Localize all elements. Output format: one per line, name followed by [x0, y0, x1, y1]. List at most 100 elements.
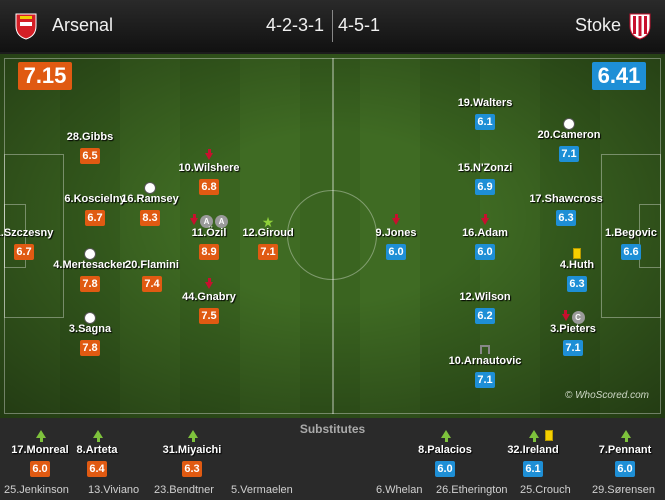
player-name: 4.Mertesacker	[53, 259, 127, 271]
away-substitute[interactable]: 8.Palacios 6.0	[405, 424, 485, 480]
player-name: 15.N'Zonzi	[457, 162, 513, 174]
player-event-icons	[149, 148, 269, 161]
red-down-arrow-icon	[205, 278, 213, 290]
away-substitute[interactable]: 7.Pennant 6.0	[585, 424, 665, 480]
player-name: 20.Flamini	[125, 259, 179, 271]
football-icon	[84, 311, 96, 324]
football-icon	[563, 117, 575, 130]
unused-substitute-name[interactable]: 25.Jenkinson	[4, 484, 69, 496]
player-name: 10.Arnautovic	[448, 355, 522, 367]
player-name: 20.Cameron	[537, 129, 601, 141]
substitute-name: 7.Pennant	[598, 444, 652, 456]
away-formation: 4-5-1	[338, 15, 381, 35]
substitute-rating: 6.0	[435, 461, 455, 477]
player-rating: 6.7	[85, 210, 105, 226]
unused-substitute-name[interactable]: 23.Bendtner	[154, 484, 214, 496]
player-rating: 7.1	[475, 372, 495, 388]
player-event-icons	[30, 245, 150, 260]
man-of-match-star-icon: ★	[261, 213, 275, 230]
substitute-name: 8.Palacios	[418, 444, 472, 456]
player-name: 44.Gnabry	[182, 291, 236, 303]
player-rating: 7.1	[563, 340, 583, 356]
stoke-crest-icon	[629, 13, 651, 40]
unused-substitute-name[interactable]: 5.Vermaelen	[231, 484, 293, 496]
unused-substitute-name[interactable]: 29.Sørensen	[592, 484, 655, 496]
sub-on-arrow-icon	[93, 430, 103, 442]
player-rating: 8.9	[199, 244, 219, 260]
own-goal-icon: C	[571, 311, 585, 325]
player-rating: 7.8	[80, 276, 100, 292]
red-down-arrow-icon	[190, 214, 198, 226]
home-penalty-box	[4, 154, 64, 318]
player-name: 4.Huth	[559, 259, 595, 271]
player-name: 16.Adam	[462, 227, 508, 239]
player-event-icons	[425, 213, 545, 226]
player-rating: 7.1	[559, 146, 579, 162]
away-penalty-box	[601, 154, 661, 318]
player-event-icons	[149, 277, 269, 290]
home-player[interactable]: 44.Gnabry 7.5	[149, 278, 269, 347]
player-event-icons	[509, 115, 629, 130]
whoscored-credit[interactable]: © WhoScored.com	[564, 390, 649, 401]
home-player[interactable]: 4.Mertesacker 7.8	[30, 247, 150, 315]
substitute-name: 31.Miyaichi	[162, 444, 222, 456]
away-team-rating: 6.41	[592, 62, 646, 90]
sub-on-arrow-icon	[441, 430, 451, 442]
player-name: 11.Özil	[191, 227, 227, 239]
sub-on-arrow-icon	[188, 430, 198, 442]
away-player[interactable]: 15.N'Zonzi 6.9	[425, 162, 545, 218]
substitute-rating: 6.0	[615, 461, 635, 477]
player-name: 9.Jones	[375, 227, 417, 239]
away-player[interactable]: 9.Jones 6.0	[336, 214, 456, 283]
away-player[interactable]: 10.Arnautovic 7.1	[425, 345, 545, 411]
red-down-arrow-icon	[561, 310, 570, 322]
player-name: 1.Begovic	[605, 227, 657, 239]
away-player[interactable]: 1.Begovic 6.6	[571, 227, 665, 283]
sub-on-arrow-icon	[36, 430, 46, 442]
player-rating: 6.9	[475, 179, 495, 195]
player-rating: 7.8	[80, 340, 100, 356]
away-player[interactable]: 20.Cameron 7.1	[509, 117, 629, 185]
player-rating: 6.0	[386, 244, 406, 260]
substitutes-title: Substitutes	[299, 422, 366, 436]
player-name: 17.Shawcross	[529, 193, 603, 205]
player-name: 28.Gibbs	[66, 131, 114, 143]
player-name: 12.Wilson	[459, 291, 511, 303]
player-event-icons	[90, 179, 210, 194]
player-rating: 8.3	[140, 210, 160, 226]
unused-substitute-name[interactable]: 26.Etherington	[436, 484, 508, 496]
red-down-arrow-icon	[481, 214, 489, 226]
player-event-icons	[425, 341, 545, 355]
player-rating: 7.1	[258, 244, 278, 260]
player-name: 3.Sagna	[68, 323, 112, 335]
away-player[interactable]: 12.Wilson 6.2	[425, 291, 545, 347]
home-player[interactable]: 3.Sagna 7.8	[30, 311, 150, 379]
player-rating: 6.6	[621, 244, 641, 260]
player-rating: 7.5	[199, 308, 219, 324]
formation-divider	[332, 10, 333, 42]
player-rating: 6.2	[475, 308, 495, 324]
unused-substitute-name[interactable]: 25.Crouch	[520, 484, 571, 496]
unused-substitute-name[interactable]: 6.Whelan	[376, 484, 423, 496]
unused-substitute-name[interactable]: 13.Viviano	[88, 484, 140, 496]
red-down-arrow-icon	[205, 149, 213, 161]
substitute-rating: 6.4	[87, 461, 107, 477]
